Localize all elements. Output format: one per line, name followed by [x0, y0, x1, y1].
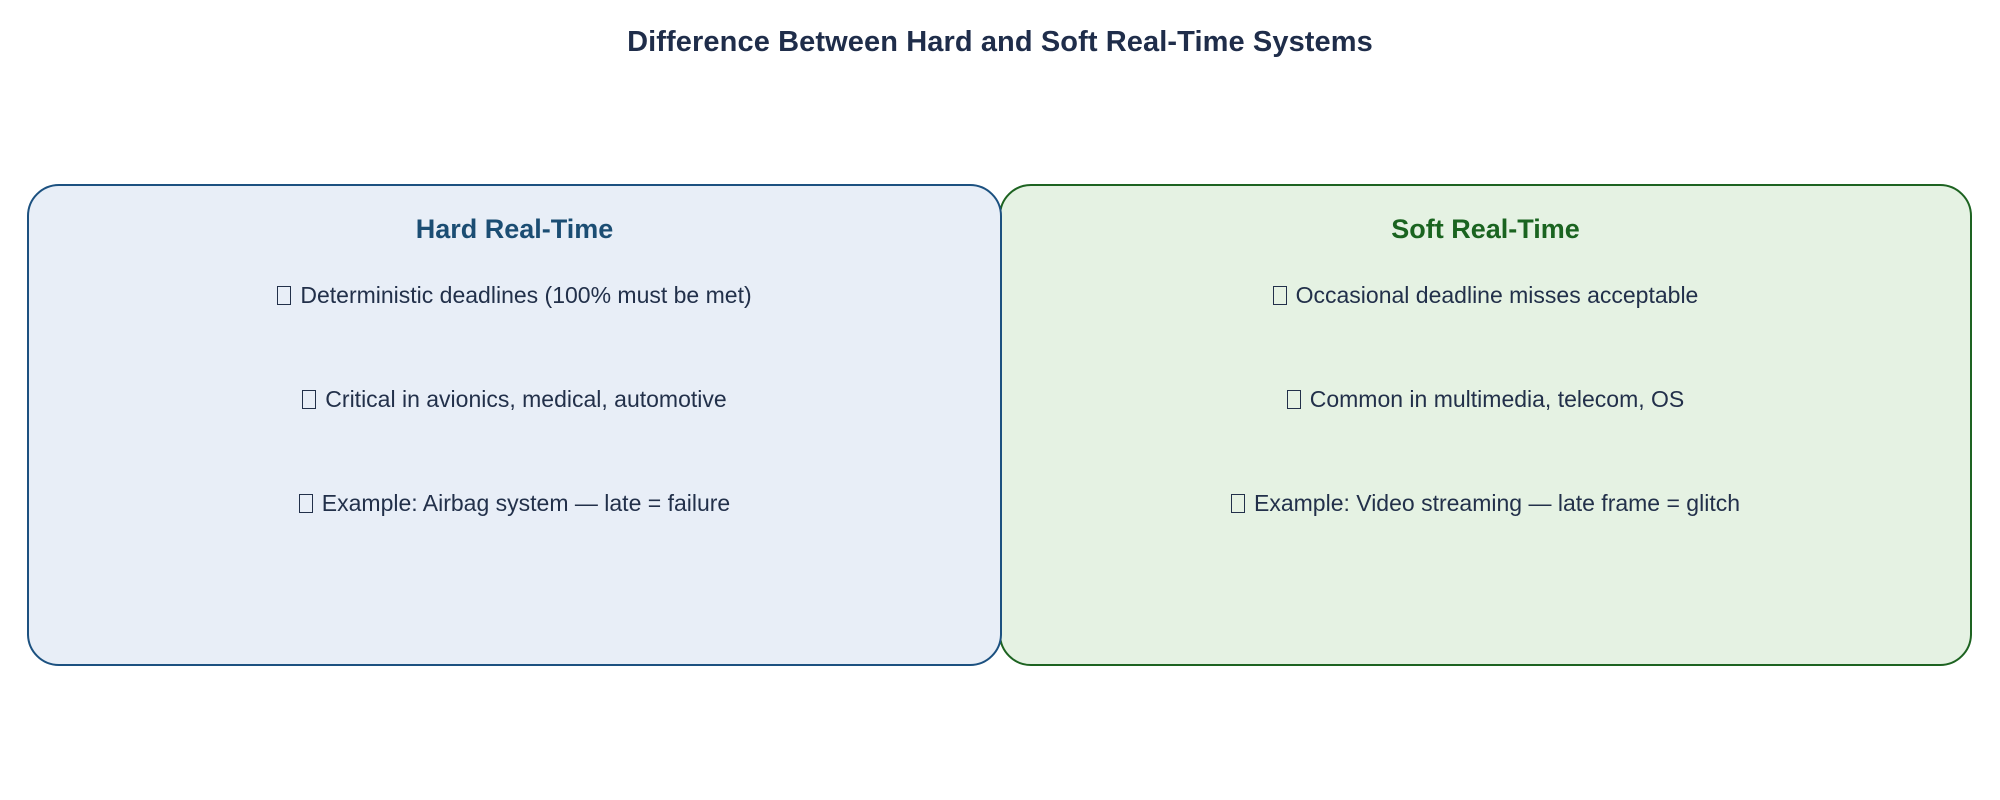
page-title: Difference Between Hard and Soft Real-Ti… [627, 26, 1373, 58]
list-item: Deterministic deadlines (100% must be me… [29, 282, 1000, 309]
comparison-panels: Hard Real-Time Deterministic deadlines (… [0, 184, 2000, 668]
list-item-label: Example: Video streaming — late frame = … [1254, 490, 1740, 516]
panel-title-soft-real-time: Soft Real-Time [1391, 214, 1580, 244]
list-item: Example: Video streaming — late frame = … [1001, 490, 1970, 517]
missing-glyph-box-icon [277, 286, 292, 305]
missing-glyph-box-icon [1272, 286, 1287, 305]
list-item-label: Critical in avionics, medical, automotiv… [325, 386, 727, 412]
missing-glyph-box-icon [1231, 494, 1245, 513]
list-item: Occasional deadline misses acceptable [1001, 282, 1970, 309]
list-item: Example: Airbag system — late = failure [29, 490, 1000, 517]
panel-soft-real-time: Soft Real-Time Occasional deadline misse… [999, 184, 1972, 666]
list-item: Common in multimedia, telecom, OS [1001, 386, 1970, 413]
panel-hard-real-time: Hard Real-Time Deterministic deadlines (… [27, 184, 1002, 666]
list-item-label: Occasional deadline misses acceptable [1295, 282, 1699, 308]
missing-glyph-box-icon [302, 390, 317, 409]
list-item: Critical in avionics, medical, automotiv… [29, 386, 1000, 413]
list-item-label: Common in multimedia, telecom, OS [1309, 386, 1685, 412]
list-item-label: Example: Airbag system — late = failure [321, 490, 731, 516]
missing-glyph-box-icon [298, 494, 313, 513]
missing-glyph-box-icon [1286, 390, 1301, 409]
panel-title-hard-real-time: Hard Real-Time [415, 214, 614, 244]
list-item-label: Deterministic deadlines (100% must be me… [300, 282, 752, 308]
